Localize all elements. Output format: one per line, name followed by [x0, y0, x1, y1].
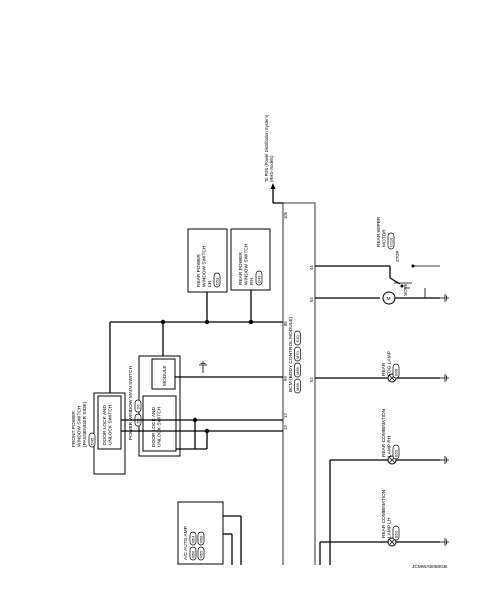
comb-rh-line1: REAR COMBINATION — [381, 408, 387, 457]
main-inner-line1: DOOR LOCK AND — [151, 406, 157, 447]
ac-auto-amp: A/C AUTO AMP. M50 M54 M55 M56 — [177, 501, 242, 565]
front-switch-line3: (PASSENGER SIDE) — [82, 401, 88, 447]
power-window-main-switch: MODULE DOOR LOCK AND UNLOCK SWITCH POWER… — [128, 355, 181, 457]
rear-fog-lamp: REAR FOG LAMP B69 — [315, 351, 449, 383]
bcm-label: BCM (BODY CONTROL MODULE) M68 M69 M70 E1… — [288, 316, 301, 394]
comb-lh-line1: REAR COMBINATION — [381, 489, 387, 538]
rear-rh-line3: RH — [249, 278, 255, 285]
fog-line2: FOG LAMP — [387, 351, 393, 376]
front-switch-line1: FRONT POWER — [71, 411, 77, 447]
bcm-connector-3: M70 — [295, 350, 300, 359]
front-switch-connector: D45 — [90, 437, 95, 445]
wiper-motor-symbol: M — [387, 296, 391, 302]
front-switch-line2: WINDOW SWITCH — [77, 405, 83, 447]
rear-lh-line3: LH — [207, 280, 213, 287]
bcm-connector-4: E10 — [295, 335, 300, 343]
main-switch-title: POWER WINDOW MAIN SWITCH — [128, 365, 134, 440]
bus-69 — [175, 361, 283, 378]
wiper-line2: MOTOR — [382, 229, 388, 247]
comb-rh-connector: B50 — [394, 449, 399, 457]
wiper-stop-label: STOP — [395, 250, 400, 262]
fog-connector: B69 — [394, 368, 399, 376]
main-switch-connector-2: D6 — [136, 404, 141, 410]
comb-lh-connector: B53 — [394, 530, 399, 538]
bcm-connector-1: M68 — [295, 382, 300, 391]
rear-lh-connector: D53 — [215, 277, 220, 285]
rear-window-switch-rh: REAR POWER WINDOW SWITCH RH D43 — [230, 228, 271, 291]
ground-icon — [440, 538, 449, 546]
rear-combination-lamp-lh: REAR COMBINATION LAMP LH B53 — [319, 489, 449, 565]
rear-rh-line1: REAR POWER — [238, 252, 244, 285]
arrow-up-icon — [270, 183, 276, 189]
wiper-line1: REAR WIPER — [376, 216, 382, 247]
rear-wiper-motor: M STOP MOVE REAR WIPER MOTOR D110 — [315, 216, 449, 305]
ac-amp-connector-2: M54 — [191, 535, 196, 544]
bcm-pin-54: 54 — [309, 297, 314, 302]
comb-rh-line2: LAMP RH — [387, 435, 393, 457]
pds-note: To PDS (Power Distribution System) (RHD … — [264, 114, 274, 182]
ground-icon — [199, 361, 207, 370]
pds-wire — [270, 183, 283, 204]
rear-rh-connector: D43 — [257, 275, 262, 283]
rear-rh-line2: WINDOW SWITCH — [244, 243, 250, 285]
comb-lh-line2: LAMP LH — [387, 517, 393, 538]
bus-86 — [109, 290, 283, 393]
motor-icon: M — [382, 291, 396, 305]
bcm-pin-13: 13 — [283, 425, 288, 430]
rear-window-switch-lh: REAR POWER WINDOW SWITCH LH D53 — [187, 228, 228, 293]
fog-line1: REAR — [381, 362, 387, 376]
bcm-pin-44: 44 — [309, 265, 314, 270]
bcm-pin-69: 69 — [283, 376, 288, 381]
wiper-connector: D110 — [389, 237, 394, 247]
main-switch-module-label: MODULE — [162, 365, 168, 386]
main-inner-line2: UNLOCK SWITCH — [157, 406, 163, 447]
ac-amp-connector-1: M50 — [191, 550, 196, 559]
rear-lh-line2: WINDOW SWITCH — [202, 245, 208, 287]
bcm-title: BCM (BODY CONTROL MODULE) — [288, 316, 294, 392]
ac-amp-title: A/C AUTO AMP. — [183, 526, 189, 560]
ac-amp-connector-3: M55 — [199, 550, 204, 559]
ground-icon — [440, 294, 449, 302]
bcm-block — [282, 202, 316, 565]
bus-12-13 — [121, 417, 283, 450]
rear-combination-lamp-rh: REAR COMBINATION LAMP RH B50 — [329, 408, 449, 565]
bcm-pin-52: 52 — [309, 377, 314, 382]
front-inner-line2: UNLOCK SWITCH — [108, 404, 114, 445]
rear-lh-line1: REAR POWER — [196, 254, 202, 287]
front-inner-line1: DOOR LOCK AND — [102, 404, 108, 445]
ac-amp-connector-4: M56 — [199, 535, 204, 544]
bcm-pin-12: 12 — [283, 413, 288, 418]
pds-note-line2: (RHD models) — [269, 155, 274, 182]
ground-icon — [440, 456, 449, 464]
bcm-pin-86: 86 — [283, 321, 288, 326]
figure-code: JCMWA5058GB — [412, 564, 447, 570]
wiper-move-label: MOVE — [403, 283, 408, 296]
bcm-connector-2: M69 — [295, 366, 300, 375]
bcm-pin-106: 106 — [283, 211, 288, 219]
pds-note-line1: To PDS (Power Distribution System) — [264, 114, 269, 182]
front-window-switch: DOOR LOCK AND UNLOCK SWITCH FRONT POWER … — [71, 392, 126, 475]
ground-icon — [440, 374, 449, 382]
